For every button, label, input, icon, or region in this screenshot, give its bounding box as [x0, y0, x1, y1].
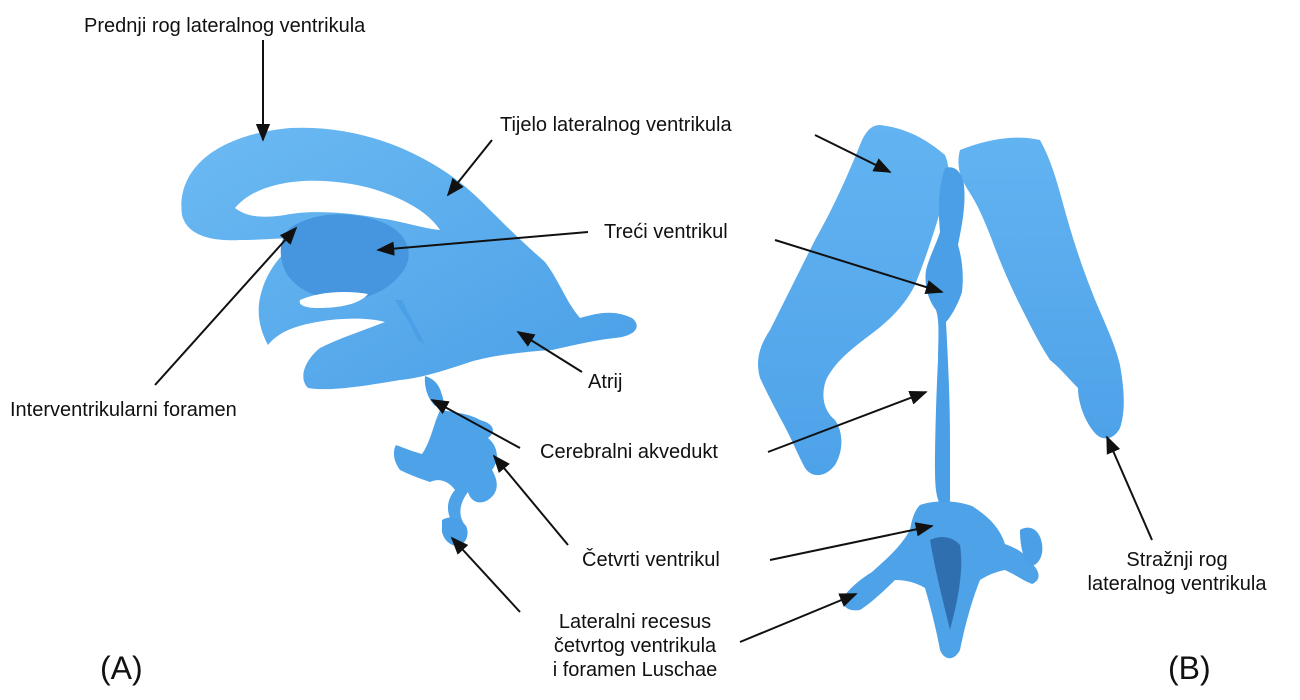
right-lateral-ventricle	[958, 138, 1123, 439]
label-straznji-line2: lateralnog ventrikula	[1062, 572, 1292, 596]
midbrain-aqueduct	[425, 376, 443, 407]
label-straznji: Stražnji rog lateralnog ventrikula	[1062, 548, 1292, 596]
arrow-recesus-a	[452, 538, 520, 612]
label-interventrikularni: Interventrikularni foramen	[10, 398, 237, 422]
label-prednji-rog: Prednji rog lateralnog ventrikula	[84, 14, 365, 38]
label-recesus-line1: Lateralni recesus	[505, 610, 765, 634]
arrow-tijelo-a	[448, 140, 492, 195]
panel-label-b: (B)	[1168, 650, 1211, 687]
label-akvedukt: Cerebralni akvedukt	[540, 440, 718, 464]
panel-label-a: (A)	[100, 650, 143, 687]
label-treci: Treći ventrikul	[604, 220, 728, 244]
left-lateral-ventricle	[758, 125, 949, 475]
arrow-cetvrti-a	[494, 456, 568, 545]
label-atrij: Atrij	[588, 370, 622, 394]
label-tijelo: Tijelo lateralnog ventrikula	[500, 113, 732, 137]
label-recesus-line3: i foramen Luschae	[505, 658, 765, 682]
label-cetvrti: Četvrti ventrikul	[582, 548, 720, 572]
arrow-straznji	[1107, 437, 1152, 540]
label-recesus-line2: četvrtog ventrikula	[505, 634, 765, 658]
ventricular-system-lateral-view	[181, 128, 636, 546]
lateral-ventricle-arc	[181, 128, 636, 389]
label-straznji-line1: Stražnji rog	[1062, 548, 1292, 572]
label-recesus: Lateralni recesus četvrtog ventrikula i …	[505, 610, 765, 682]
